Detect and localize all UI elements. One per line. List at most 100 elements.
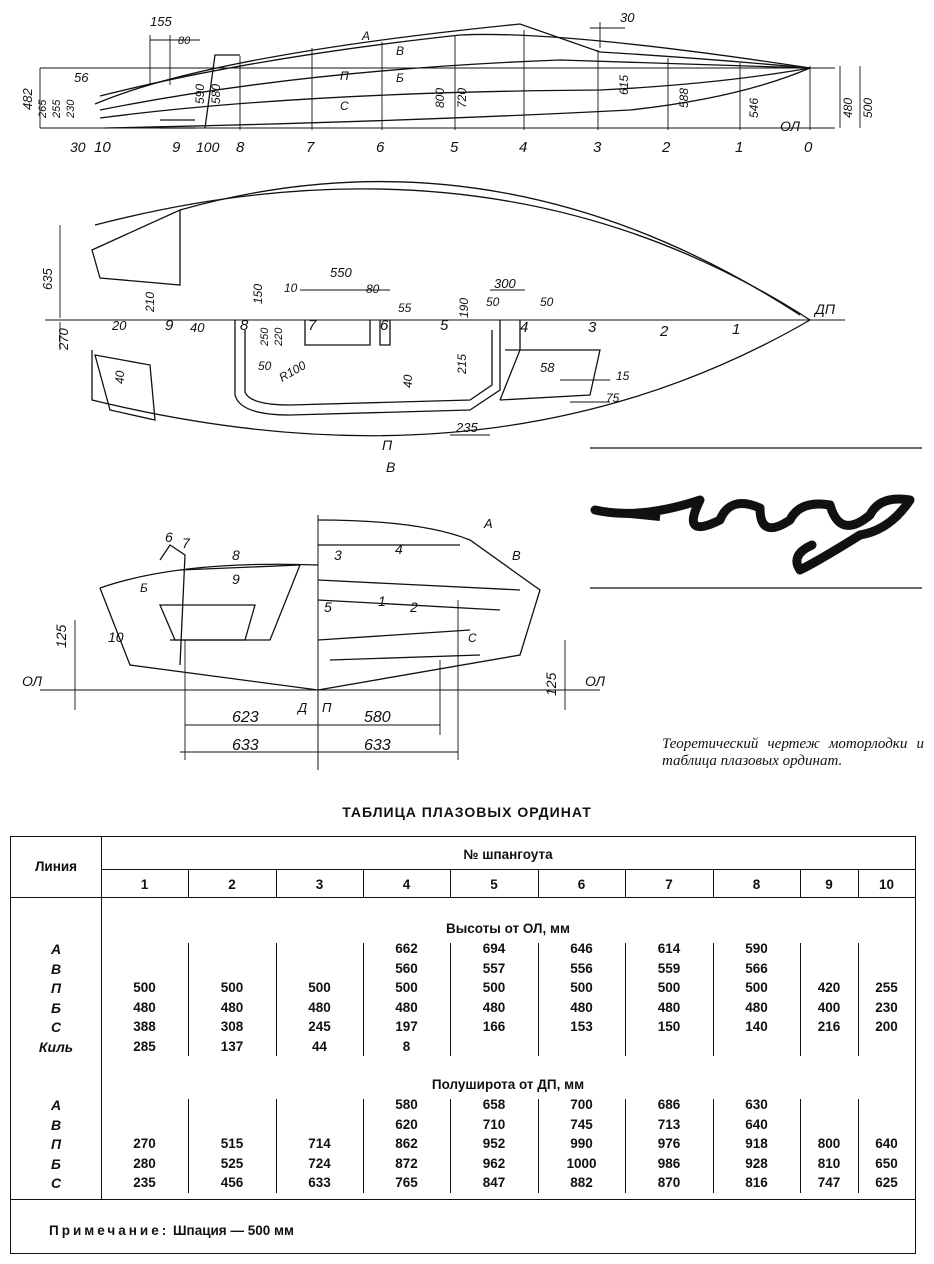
dim-235: 235 [455,420,478,435]
plan-view-labels: 9 8 7 6 5 4 3 2 1 635 270 210 20 40 10 5… [40,265,836,475]
table-cell: 882 [570,1175,593,1190]
table-cell: 166 [482,1019,506,1034]
frame-number-8: 8 [752,877,761,892]
col-divider [713,1099,714,1193]
label-column-rule [101,837,102,1199]
table-cell: 480 [570,999,593,1015]
body-9: 9 [232,571,240,587]
section-5: 5 [450,139,459,156]
table-cell: 620 [395,1116,418,1132]
note-label: Примечание: [49,1223,170,1238]
col-divider [858,943,859,1056]
line-A-label: А [361,29,370,43]
section-1: 1 [735,139,743,156]
header-frame-no: № шпангоута [463,847,553,862]
table-cell: 150 [657,1019,681,1034]
body-7: 7 [182,535,191,551]
table-cell: 480 [657,999,681,1015]
table-cell: 525 [220,1155,244,1171]
table-cell: 197 [395,1019,418,1034]
dim-40: 40 [190,320,205,335]
plan-section-9: 9 [165,317,174,334]
table-cell: 747 [817,1175,841,1190]
title-logo [590,494,915,575]
dim-190: 190 [457,298,471,318]
side-view [39,22,861,130]
table-cell: 862 [395,1136,418,1151]
label-D: Д [296,700,307,715]
table-cell: 810 [817,1155,841,1171]
table-cell: 724 [308,1155,331,1171]
dim-50-d: 40 [401,374,415,388]
col-divider [625,943,626,1056]
dim-75: 75 [606,391,620,405]
table-cell: 625 [875,1175,898,1190]
header-col-divider [276,870,277,897]
dim-30-bottom: 30 [70,139,86,155]
dim-210: 210 [143,292,157,313]
table-cell: 44 [311,1038,328,1054]
table-cell: 140 [745,1019,768,1034]
side-view-labels: 10 9 8 7 6 5 4 3 2 1 0 А В П Б С 155 80 … [20,10,875,156]
table-cell: 962 [482,1155,506,1171]
table-cell: 714 [308,1136,331,1151]
table-cell: 235 [133,1175,156,1190]
table-cell: 580 [395,1097,418,1112]
table-cell: 500 [657,980,681,995]
dim-720: 720 [455,88,469,108]
body-6: 6 [165,529,173,545]
dim-615: 615 [617,75,631,95]
table-cell: 1000 [566,1155,597,1171]
row-label: В [50,1116,62,1133]
dim-270: 270 [56,328,71,351]
frame-number-7: 7 [665,877,673,892]
table-cell: 560 [395,960,418,976]
header-col-divider [450,870,451,897]
header-col-divider [858,870,859,897]
note-rule [11,1199,915,1200]
table-cell: 480 [395,999,418,1015]
table-cell: 480 [220,999,244,1015]
dim-300: 300 [494,276,516,291]
table-cell: 650 [875,1155,898,1171]
table-cell: 640 [875,1136,898,1151]
col-divider [276,1099,277,1193]
frame-number-5: 5 [490,877,498,892]
col-divider [538,943,539,1056]
table-cell: 500 [308,980,331,995]
half_breadths-title: Полуширота от ДП, мм [431,1077,585,1092]
table-cell: 952 [482,1136,506,1151]
dim-220: 220 [273,327,285,347]
col-divider [538,1099,539,1193]
table-cell: 700 [570,1097,593,1112]
table-cell: 872 [395,1155,418,1171]
table-cell: 662 [395,941,418,956]
col-divider [188,1099,189,1193]
col-divider [713,943,714,1056]
table-cell: 816 [745,1175,768,1190]
dim-480: 480 [841,98,855,118]
header-col-divider [538,870,539,897]
dim-125-left: 125 [53,624,69,648]
table-cell: 556 [570,960,593,976]
plan-section-4: 4 [520,319,528,336]
header-col-divider [625,870,626,897]
col-divider [450,1099,451,1193]
section-0: 0 [804,139,813,156]
plan-section-3: 3 [588,319,597,336]
plan-section-5: 5 [440,317,449,334]
col-divider [800,1099,801,1193]
table-cell: 400 [817,999,841,1015]
plan-section-1: 1 [732,321,740,338]
dim-r100: R100 [277,358,309,385]
header-line: Линия [34,859,78,874]
header-rule-2 [11,897,915,898]
dim-635: 635 [40,268,55,290]
body-4: 4 [395,541,403,557]
table-cell: 745 [570,1116,593,1132]
table-cell: 270 [133,1136,156,1151]
frame-number-10: 10 [878,877,895,892]
frame-number-2: 2 [228,877,236,892]
table-cell: 308 [220,1019,244,1034]
